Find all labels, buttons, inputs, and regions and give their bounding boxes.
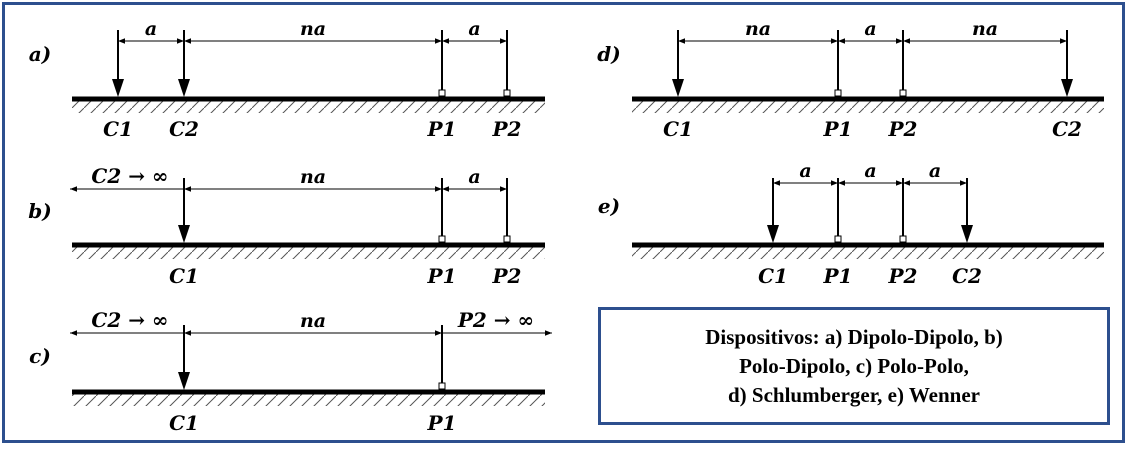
dim-a-a1-label: a [145, 18, 157, 40]
dim-e-a3-label: a [929, 160, 941, 182]
electrode-c1-a-arrowhead [112, 79, 124, 97]
electrode-label-p1-c: P1 [427, 411, 457, 435]
dim-d-na2-label: na [972, 18, 998, 40]
ground-e-hatch [632, 247, 1104, 259]
electrode-label-p2-d: P2 [888, 117, 918, 141]
electrode-p1-a-cup [438, 89, 446, 97]
electrode-c1-c-arrowhead [178, 372, 190, 390]
panel-label-b: b) [28, 199, 51, 223]
panel-label-d: d) [597, 42, 620, 66]
electrode-label-c2-e: C2 [952, 264, 982, 288]
electrode-label-p1-a: P1 [427, 117, 457, 141]
electrode-c1-b-arrowhead [178, 225, 190, 243]
electrode-c2-e-arrowhead [961, 225, 973, 243]
electrode-label-p2-e: P2 [888, 264, 918, 288]
electrode-label-c2-a: C2 [169, 117, 199, 141]
ground-b-hatch [72, 247, 545, 259]
legend-line-2: Polo-Dipolo, c) Polo-Polo, [739, 353, 969, 378]
electrode-label-p1-b: P1 [427, 264, 457, 288]
electrode-c2-a-arrowhead [178, 79, 190, 97]
electrode-label-p1-d: P1 [823, 117, 853, 141]
dim-b-na-label: na [300, 166, 326, 188]
electrode-label-p2-b: P2 [492, 264, 522, 288]
electrode-p1-d-cup [834, 89, 842, 97]
electrode-label-c1-c: C1 [169, 411, 199, 435]
electrode-label-c1-d: C1 [663, 117, 693, 141]
electrode-p1-e-cup [834, 235, 842, 243]
electrode-p1-b-cup [438, 235, 446, 243]
ground-d-hatch [632, 101, 1104, 113]
dim-d-na1-label: na [745, 18, 771, 40]
panel-label-c: c) [29, 344, 51, 368]
infinity-note-b: C2 → ∞ [91, 164, 168, 188]
dim-d-a-label: a [864, 18, 876, 40]
electrode-c2-d-arrowhead [1061, 79, 1073, 97]
infinity-note-c-left: C2 → ∞ [91, 308, 168, 332]
electrode-label-c2-d: C2 [1052, 117, 1082, 141]
electrode-c1-e-arrowhead [767, 225, 779, 243]
ground-a-hatch [72, 101, 545, 113]
panel-label-a: a) [29, 42, 51, 66]
dim-b-a-label: a [468, 166, 480, 188]
electrode-c1-d-arrowhead [672, 79, 684, 97]
electrode-p1-c-cup [438, 382, 446, 390]
electrode-label-p1-e: P1 [823, 264, 853, 288]
dim-e-a2-label: a [864, 160, 876, 182]
electrode-label-c1-a: C1 [103, 117, 133, 141]
electrode-p2-b-cup [503, 235, 511, 243]
infinity-note-c-right: P2 → ∞ [457, 308, 534, 332]
electrode-p2-a-cup [503, 89, 511, 97]
electrode-p2-e-cup [899, 235, 907, 243]
dim-a-a2-label: a [468, 18, 480, 40]
electrode-label-c1-e: C1 [758, 264, 788, 288]
dim-e-a1-label: a [799, 160, 811, 182]
legend-line-1: Dispositivos: a) Dipolo-Dipolo, b) [705, 324, 1003, 349]
electrode-label-c1-b: C1 [169, 264, 199, 288]
ground-c-hatch [72, 394, 545, 406]
dim-c-na-label: na [300, 310, 326, 332]
electrode-p2-d-cup [899, 89, 907, 97]
panel-label-e: e) [598, 194, 620, 218]
electrode-label-p2-a: P2 [492, 117, 522, 141]
legend-line-3: d) Schlumberger, e) Wenner [728, 382, 980, 407]
dim-a-na-label: na [300, 18, 326, 40]
legend-box: Dispositivos: a) Dipolo-Dipolo, b) Polo-… [598, 307, 1110, 425]
